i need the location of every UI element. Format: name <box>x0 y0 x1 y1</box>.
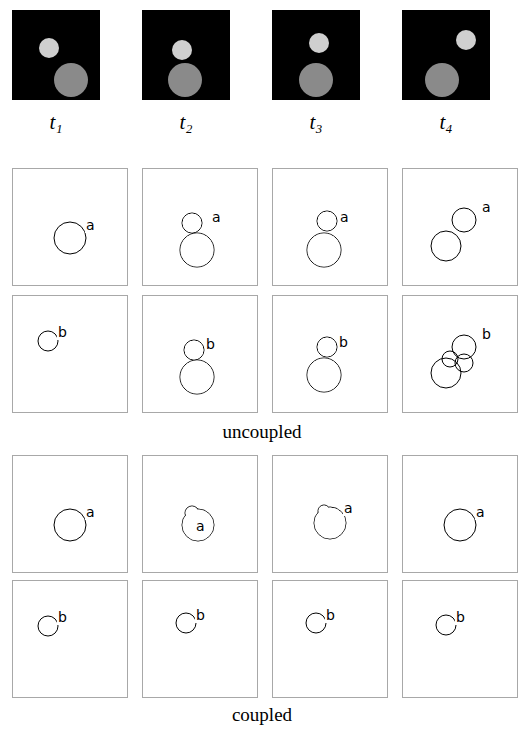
contour-label: a <box>195 518 206 534</box>
contour-panel: a <box>272 455 388 573</box>
contour-panel: b <box>12 580 128 698</box>
contour-label: b <box>481 326 492 342</box>
contour-label: a <box>475 504 486 520</box>
contour-label: b <box>57 324 68 340</box>
contour-label: b <box>195 607 206 623</box>
contour-label: a <box>85 504 96 520</box>
contours <box>38 208 476 636</box>
contour-panel: b <box>402 295 518 413</box>
time-label: t₁ <box>49 110 62 134</box>
contour-label: b <box>57 609 68 625</box>
image-frame <box>272 10 360 100</box>
contour-panel: a <box>12 455 128 573</box>
contour-label: a <box>343 500 354 516</box>
image-frame <box>402 10 490 100</box>
image-frame <box>12 10 100 100</box>
contour-label: a <box>85 217 96 233</box>
contour-panel: a <box>12 168 128 286</box>
time-label: t₂ <box>179 110 192 134</box>
contour-panel: a <box>402 455 518 573</box>
image-frame <box>142 10 230 100</box>
contour-panel: b <box>142 580 258 698</box>
contour-panel: b <box>142 295 258 413</box>
contour-panel: a <box>402 168 518 286</box>
contour-label: b <box>325 607 336 623</box>
contour-panel: b <box>272 295 388 413</box>
contour-panel: a <box>272 168 388 286</box>
contour-label: b <box>338 334 349 350</box>
contour-panel: a <box>142 168 258 286</box>
contour-label: a <box>211 209 222 225</box>
contour-panel: b <box>402 580 518 698</box>
contour-label: b <box>205 336 216 352</box>
contour-label: b <box>455 609 466 625</box>
time-label: t₄ <box>439 110 452 134</box>
contour-panel: b <box>272 580 388 698</box>
contour-panel: b <box>12 295 128 413</box>
contour-panel: a <box>142 455 258 573</box>
time-label: t₃ <box>309 110 322 134</box>
contour-label: a <box>339 209 350 225</box>
row-label: coupled <box>232 704 292 726</box>
row-label: uncoupled <box>222 421 301 443</box>
contour-label: a <box>481 199 492 215</box>
